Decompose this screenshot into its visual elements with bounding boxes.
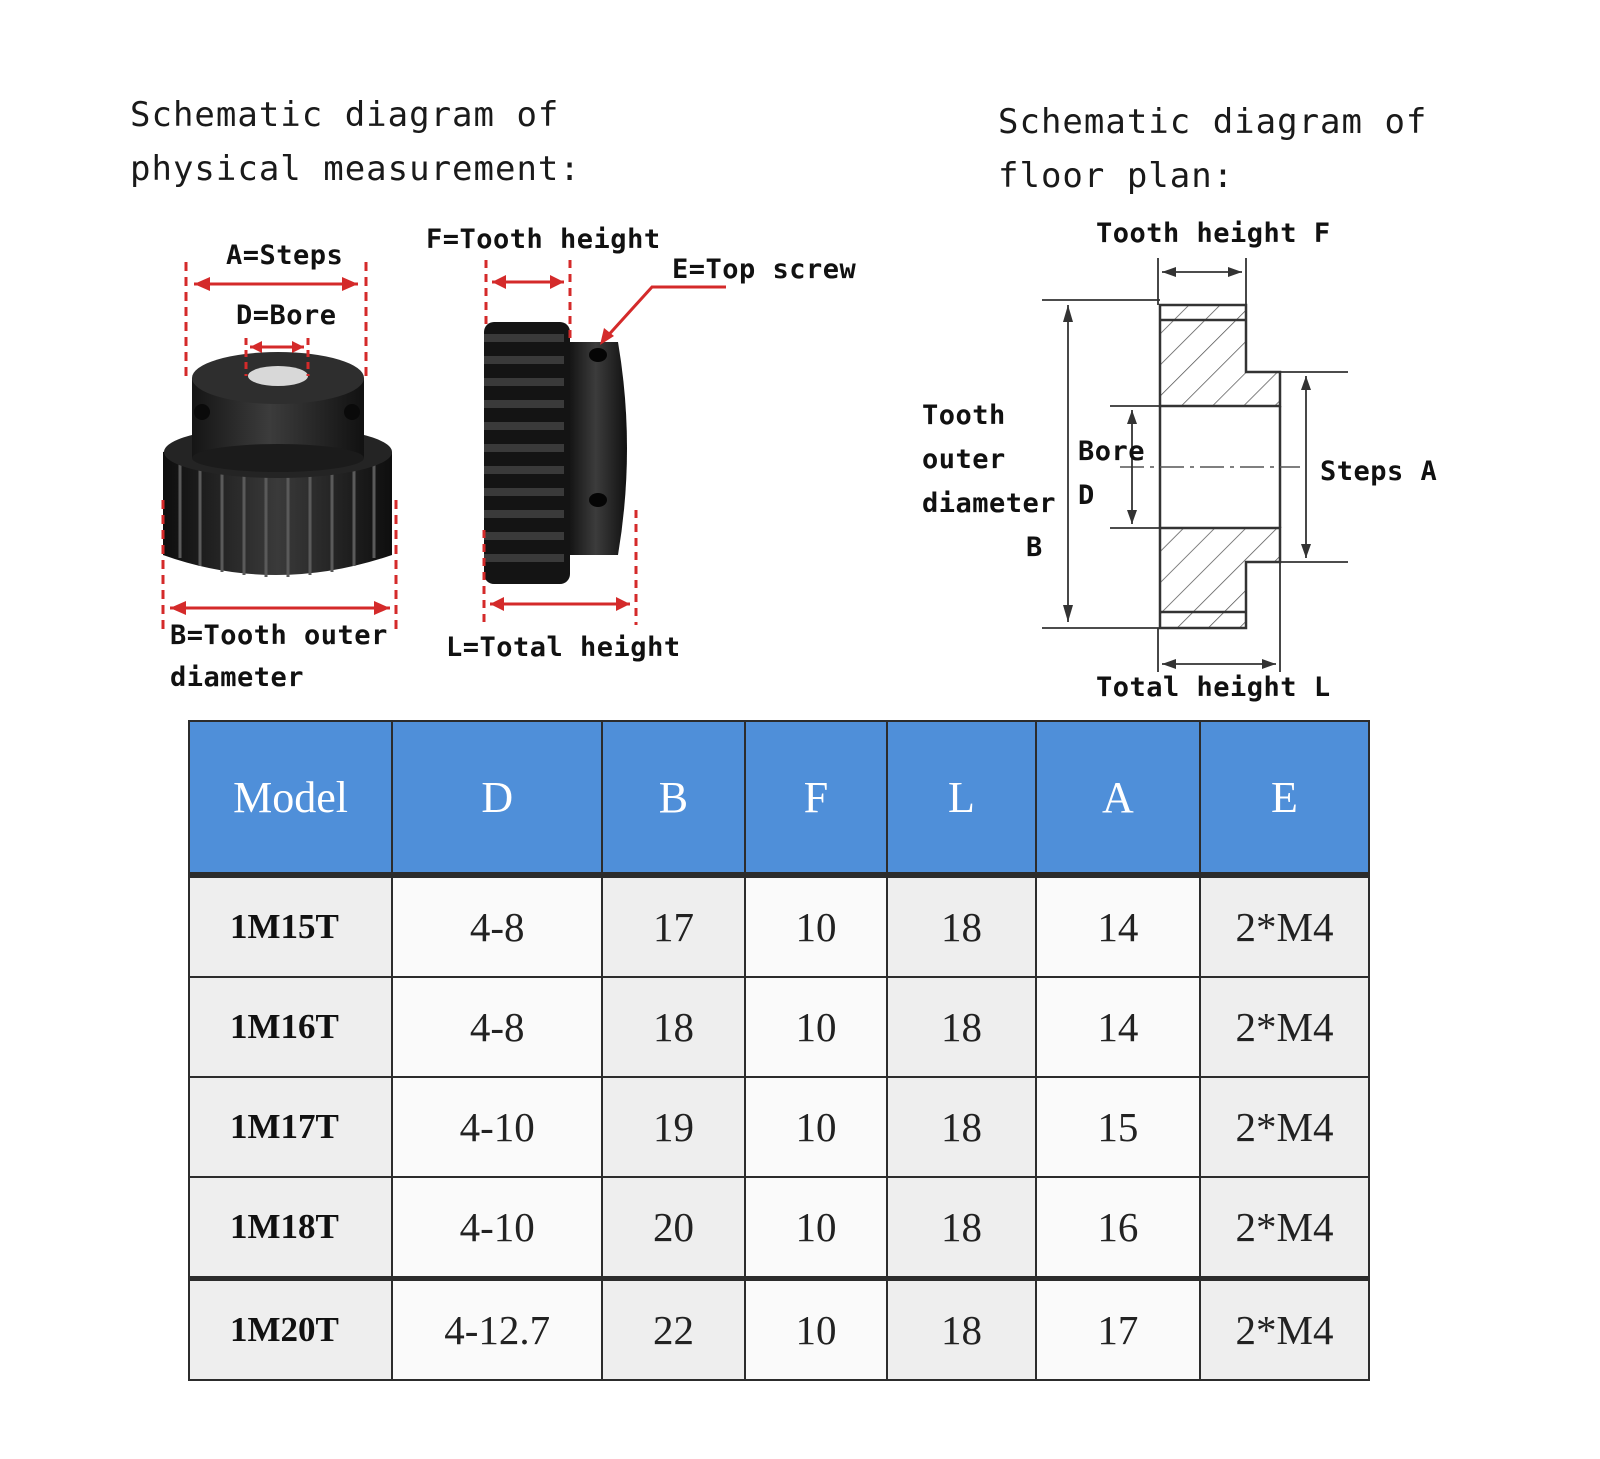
cell-f: 10 xyxy=(743,976,889,1078)
label-tooth-outer-line4: B xyxy=(1026,532,1043,563)
cell-b: 17 xyxy=(601,872,746,978)
cell-l: 18 xyxy=(886,1176,1037,1280)
floor-plan-title: Schematic diagram of floor plan: xyxy=(998,95,1427,203)
cell-l: 18 xyxy=(886,872,1037,978)
header-model: Model xyxy=(187,720,394,876)
floor-title-line1: Schematic diagram of xyxy=(998,102,1428,142)
table-row: 1M17T 4-10 19 10 18 15 2*M4 xyxy=(187,1076,1371,1178)
cell-a: 17 xyxy=(1034,1276,1201,1381)
floor-plan-diagram xyxy=(1042,258,1348,672)
physical-diagram-title: Schematic diagram of physical measuremen… xyxy=(130,88,581,196)
cell-d: 4-10 xyxy=(391,1076,604,1178)
cell-model: 1M16T xyxy=(187,976,394,1078)
label-tooth-height-f: Tooth height F xyxy=(1096,218,1331,249)
gear-front-view xyxy=(163,352,392,577)
cell-model: 1M20T xyxy=(187,1276,394,1381)
cell-l: 18 xyxy=(886,1276,1037,1381)
table-row: 1M20T 4-12.7 22 10 18 17 2*M4 xyxy=(187,1276,1371,1381)
cell-a: 14 xyxy=(1034,872,1201,978)
cell-l: 18 xyxy=(886,1076,1037,1178)
cell-e: 2*M4 xyxy=(1198,1176,1371,1280)
label-d-bore: D=Bore xyxy=(236,300,337,331)
cell-f: 10 xyxy=(743,1276,889,1381)
header-l: L xyxy=(886,720,1037,876)
cell-e: 2*M4 xyxy=(1198,976,1371,1078)
label-bore-d: D xyxy=(1078,480,1095,511)
header-b: B xyxy=(601,720,746,876)
cell-model: 1M15T xyxy=(187,872,394,978)
label-tooth-outer-line1: Tooth xyxy=(922,400,1006,431)
table-row: 1M15T 4-8 17 10 18 14 2*M4 xyxy=(187,872,1371,978)
label-b-diameter: diameter xyxy=(170,662,305,693)
cell-model: 1M18T xyxy=(187,1176,394,1280)
floor-arrowheads xyxy=(1063,267,1311,669)
header-a: A xyxy=(1034,720,1201,876)
header-d: D xyxy=(391,720,604,876)
dimension-arrowheads xyxy=(170,275,630,615)
cell-b: 20 xyxy=(601,1176,746,1280)
cell-f: 10 xyxy=(743,1176,889,1280)
table-row: 1M18T 4-10 20 10 18 16 2*M4 xyxy=(187,1176,1371,1280)
label-b-tooth-outer: B=Tooth outer xyxy=(170,620,388,651)
label-a-steps: A=Steps xyxy=(226,240,344,271)
label-steps-a: Steps A xyxy=(1320,456,1438,487)
label-l-total-height: L=Total height xyxy=(446,632,681,663)
label-tooth-outer-line2: outer xyxy=(922,444,1006,475)
gear-spec-table: Model D B F L A E 1M15T 4-8 17 10 18 14 … xyxy=(187,720,1371,1381)
cell-model: 1M17T xyxy=(187,1076,394,1178)
cell-b: 19 xyxy=(601,1076,746,1178)
cell-d: 4-8 xyxy=(391,872,604,978)
label-f-tooth-height: F=Tooth height xyxy=(426,224,661,255)
cell-a: 15 xyxy=(1034,1076,1201,1178)
cell-f: 10 xyxy=(743,872,889,978)
label-e-top-screw: E=Top screw xyxy=(672,254,857,285)
cell-a: 16 xyxy=(1034,1176,1201,1280)
table-row: 1M16T 4-8 18 10 18 14 2*M4 xyxy=(187,976,1371,1078)
floor-title-line2: floor plan: xyxy=(998,156,1235,196)
label-total-height-l: Total height L xyxy=(1096,672,1331,703)
label-tooth-outer-line3: diameter xyxy=(922,488,1057,519)
cell-b: 18 xyxy=(601,976,746,1078)
cell-d: 4-12.7 xyxy=(391,1276,604,1381)
cell-a: 14 xyxy=(1034,976,1201,1078)
cell-d: 4-10 xyxy=(391,1176,604,1280)
gear-side-view xyxy=(484,322,627,584)
cell-l: 18 xyxy=(886,976,1037,1078)
header-f: F xyxy=(743,720,889,876)
cell-b: 22 xyxy=(601,1276,746,1381)
header-e: E xyxy=(1198,720,1371,876)
physical-measurement-diagram xyxy=(161,260,726,630)
table-header-row: Model D B F L A E xyxy=(187,720,1371,876)
label-bore: Bore xyxy=(1078,436,1146,467)
cell-e: 2*M4 xyxy=(1198,872,1371,978)
cell-d: 4-8 xyxy=(391,976,604,1078)
cell-e: 2*M4 xyxy=(1198,1076,1371,1178)
cell-e: 2*M4 xyxy=(1198,1276,1371,1381)
cell-f: 10 xyxy=(743,1076,889,1178)
floor-dimension-lines xyxy=(1042,258,1348,672)
physical-title-line2: physical measurement: xyxy=(130,149,581,189)
physical-title-line1: Schematic diagram of xyxy=(130,95,560,135)
